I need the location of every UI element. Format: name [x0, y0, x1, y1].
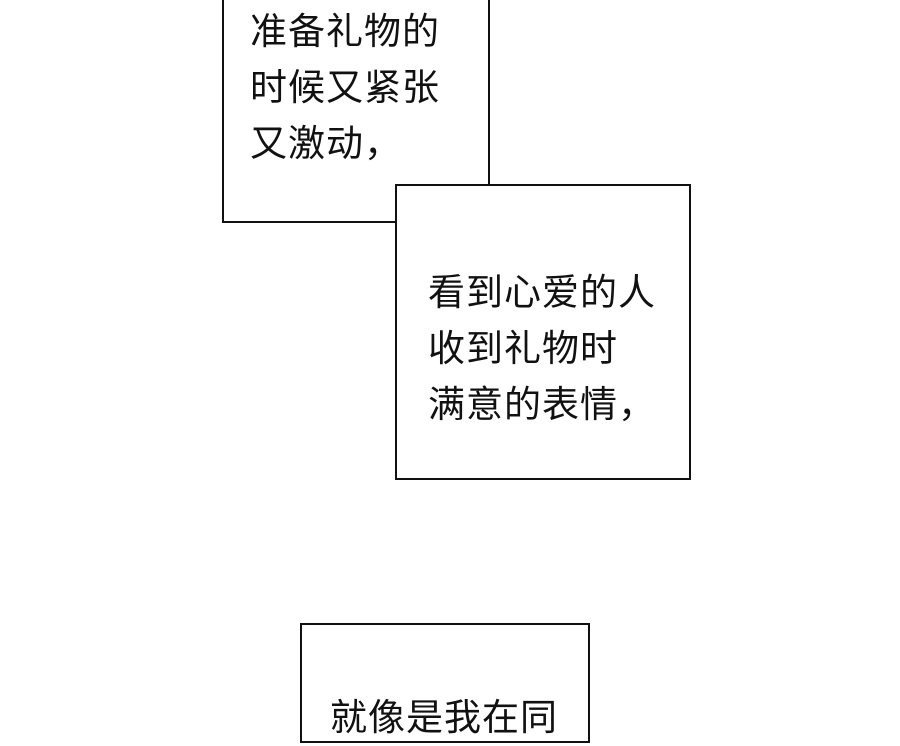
narration-text-1: 准备礼物的 时候又紧张 又激动， [250, 4, 440, 172]
narration-line: 满意的表情， [428, 383, 656, 426]
narration-text-3: 就像是我在同 [330, 690, 558, 746]
narration-line: 准备礼物的 [250, 10, 440, 53]
narration-line: 就像是我在同 [330, 696, 558, 739]
narration-box-2 [395, 184, 691, 480]
narration-text-2: 看到心爱的人 收到礼物时 满意的表情， [428, 265, 656, 433]
narration-line: 收到礼物时 [428, 327, 618, 370]
narration-line: 时候又紧张 [250, 66, 440, 109]
narration-line: 又激动， [250, 122, 402, 165]
narration-line: 看到心爱的人 [428, 271, 656, 314]
